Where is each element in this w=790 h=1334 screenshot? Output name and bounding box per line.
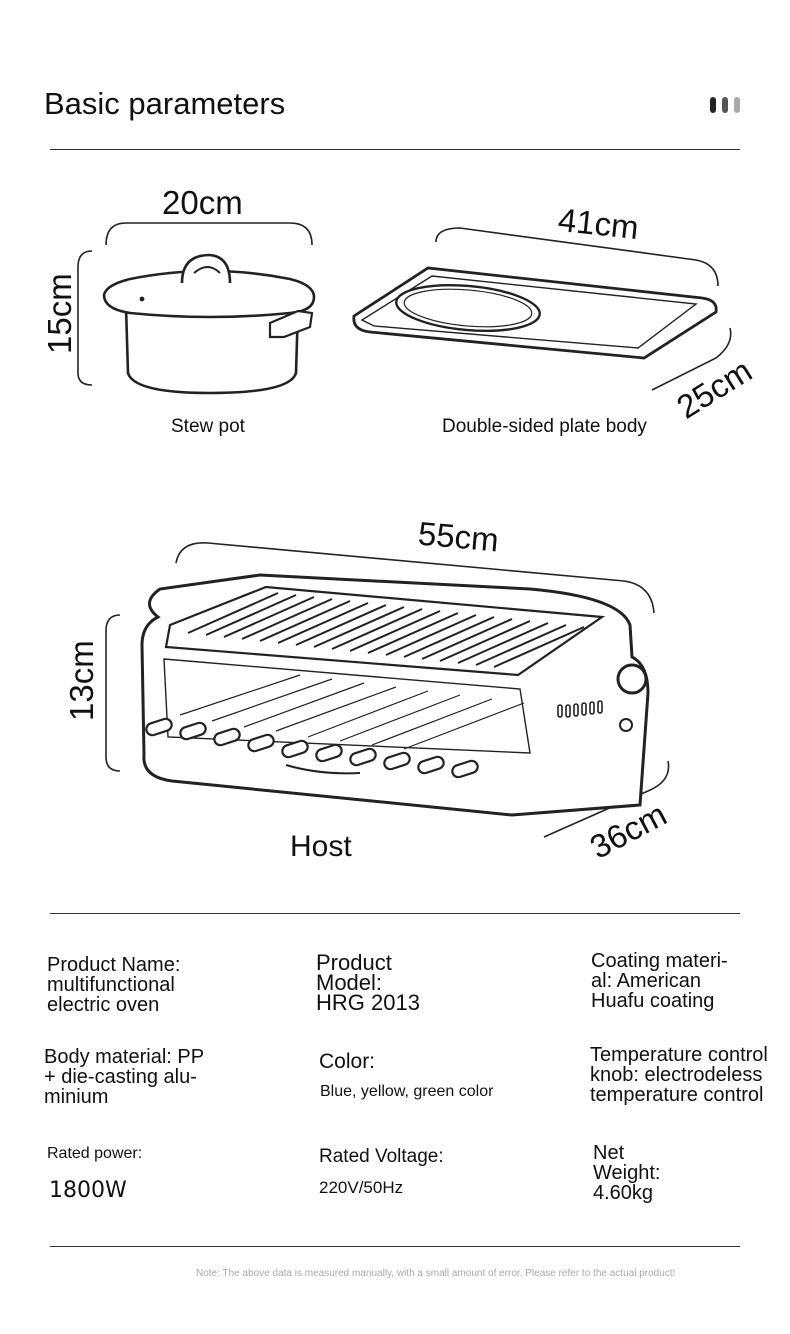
spec-temp-line-3: temperature control	[590, 1084, 764, 1106]
spec-voltage-value: 220V/50Hz	[319, 1178, 404, 1197]
plate-rim	[362, 276, 696, 348]
page-title: Basic parameters	[44, 86, 286, 121]
spec-temperature-control: Temperature control knob: electrodeless …	[590, 1045, 768, 1105]
top-divider	[50, 149, 740, 150]
skewer-cavity	[164, 659, 530, 753]
plate-caption: Double-sided plate body	[442, 416, 647, 437]
bottom-divider	[50, 1246, 740, 1247]
spec-body-material-line-2: + die-casting alu-	[44, 1066, 197, 1088]
stew-pot-height-bracket	[78, 251, 92, 385]
side-handle	[270, 311, 312, 337]
spec-product-model-line-3: HRG 2013	[316, 990, 420, 1015]
drip-tray-handle	[286, 765, 360, 773]
stew-pot-caption: Stew pot	[171, 416, 245, 437]
lid-handle-hole	[194, 267, 220, 273]
lid-handle	[182, 255, 230, 283]
spec-body-material-line-3: minium	[44, 1086, 109, 1108]
spec-product-model-line-2: Model:	[316, 970, 383, 995]
dot-3	[734, 97, 740, 113]
stew-pot-width-bracket	[106, 223, 312, 245]
spec-weight-line-3: 4.60kg	[593, 1182, 654, 1204]
plate-body	[354, 268, 716, 358]
spec-product-name: Product Name: multifunctional electric o…	[47, 955, 180, 1015]
spec-coating-line-2: al: American	[591, 970, 702, 992]
pot-body	[126, 307, 298, 393]
spec-coating-line-3: Huafu coating	[591, 990, 715, 1012]
spec-weight-line-1: Net	[593, 1142, 625, 1164]
dot-2	[722, 97, 728, 113]
plate-illustration	[340, 220, 750, 400]
spec-weight-line-2: Weight:	[593, 1162, 661, 1184]
spec-body-material-line-1: Body material: PP	[44, 1046, 205, 1068]
spec-product-name-line-1: Product Name:	[47, 954, 181, 976]
temperature-knob	[618, 665, 646, 693]
stew-pot-illustration	[70, 215, 330, 405]
spec-temp-line-2: knob: electrodeless	[590, 1064, 763, 1086]
spec-temp-line-1: Temperature control	[590, 1044, 768, 1066]
spec-product-model-line-1: Product	[316, 950, 392, 975]
plate-length-bracket	[436, 228, 718, 286]
host-height-bracket	[106, 615, 120, 771]
spec-power-value: 1800W	[49, 1178, 127, 1203]
decorative-dots	[708, 97, 742, 113]
grill-ridges	[188, 593, 584, 667]
lid-vent	[140, 297, 143, 300]
host-depth-bracket	[544, 761, 669, 837]
skewer-knobs	[145, 717, 479, 778]
spec-coating-line-1: Coating materi-	[591, 950, 728, 972]
spec-product-name-line-3: electric oven	[47, 994, 160, 1016]
spec-product-name-line-2: multifunctional	[47, 974, 175, 996]
plate-well-inner	[403, 284, 534, 331]
host-illustration	[100, 525, 680, 825]
middle-divider	[50, 913, 740, 914]
dot-1	[710, 97, 716, 113]
plate-depth-bracket	[652, 328, 731, 390]
grill-plate	[166, 587, 602, 675]
pot-lid	[104, 271, 314, 317]
host-height-label: 13cm	[63, 640, 100, 721]
spec-power-label: Rated power:	[47, 1145, 143, 1162]
spec-coating: Coating materi- al: American Huafu coati…	[591, 951, 728, 1011]
indicator-light	[620, 719, 632, 731]
footer-note: Note: The above data is measured manuall…	[196, 1268, 676, 1279]
spec-net-weight: Net Weight: 4.60kg	[593, 1143, 660, 1203]
spec-product-model: Product Model: HRG 2013	[316, 950, 420, 1015]
spec-voltage-label: Rated Voltage:	[319, 1146, 444, 1167]
spec-body-material: Body material: PP + die-casting alu- min…	[44, 1047, 204, 1107]
spec-color-value: Blue, yellow, green color	[320, 1083, 494, 1100]
plate-round-well	[394, 280, 541, 336]
host-length-bracket	[176, 543, 654, 613]
skewer-rods	[180, 675, 524, 749]
stew-pot-width-label: 20cm	[162, 184, 243, 221]
spec-color-label: Color:	[319, 1050, 376, 1073]
host-caption: Host	[290, 830, 352, 863]
vent-slots	[558, 701, 602, 717]
